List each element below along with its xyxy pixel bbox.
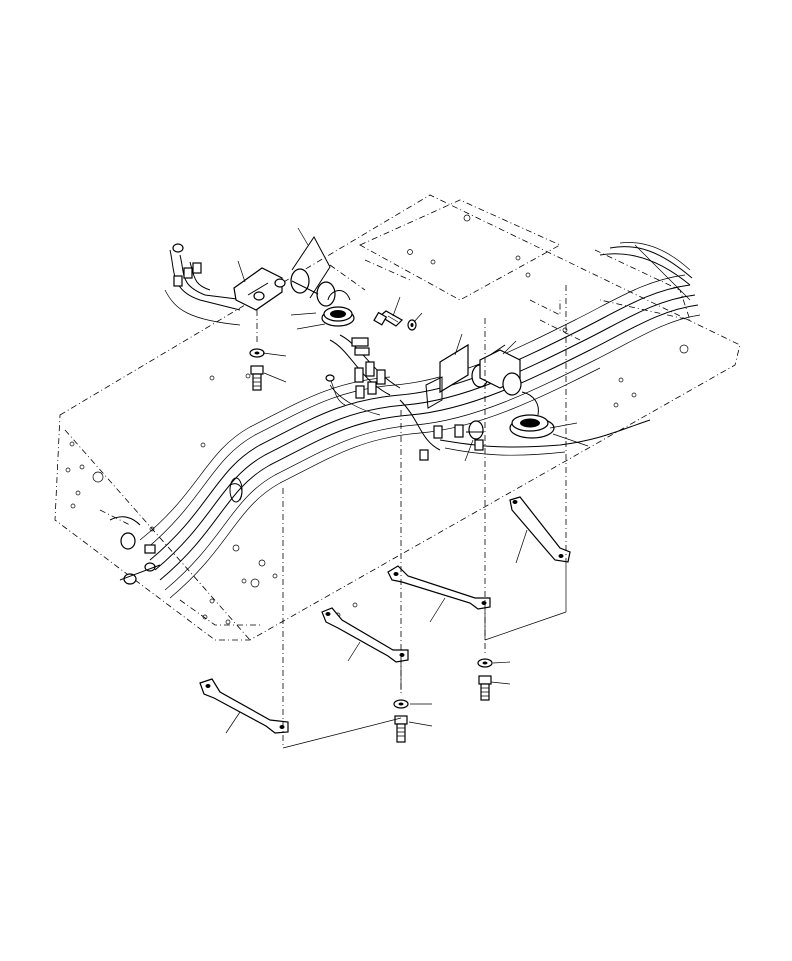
bolt-bottom-center (394, 715, 408, 743)
clamp-upper (290, 236, 336, 307)
hose-bundle (139, 242, 701, 599)
clamp-lower (466, 420, 484, 440)
washer-left (249, 348, 265, 358)
clamp-left (233, 267, 286, 311)
hose-fittings-center (351, 337, 484, 461)
assembly-lines (256, 285, 567, 749)
strap-center (387, 565, 491, 610)
washer-small (407, 319, 417, 331)
plate-holes (65, 214, 689, 625)
strap-right (509, 496, 571, 563)
leader-lines (225, 227, 589, 734)
strap-left (199, 678, 289, 734)
bolt-small (373, 310, 403, 327)
washer-bottom-center (393, 699, 409, 709)
washer-bottom-right (477, 658, 493, 668)
strap-mid (321, 607, 409, 663)
grommet-left (321, 290, 355, 327)
hose-fittings-left (109, 243, 346, 585)
bolt-bottom-right (478, 675, 492, 701)
clamp-center (425, 343, 489, 409)
bolt-left (250, 365, 264, 391)
clamp-right (479, 344, 522, 396)
grommet-right (509, 391, 555, 439)
